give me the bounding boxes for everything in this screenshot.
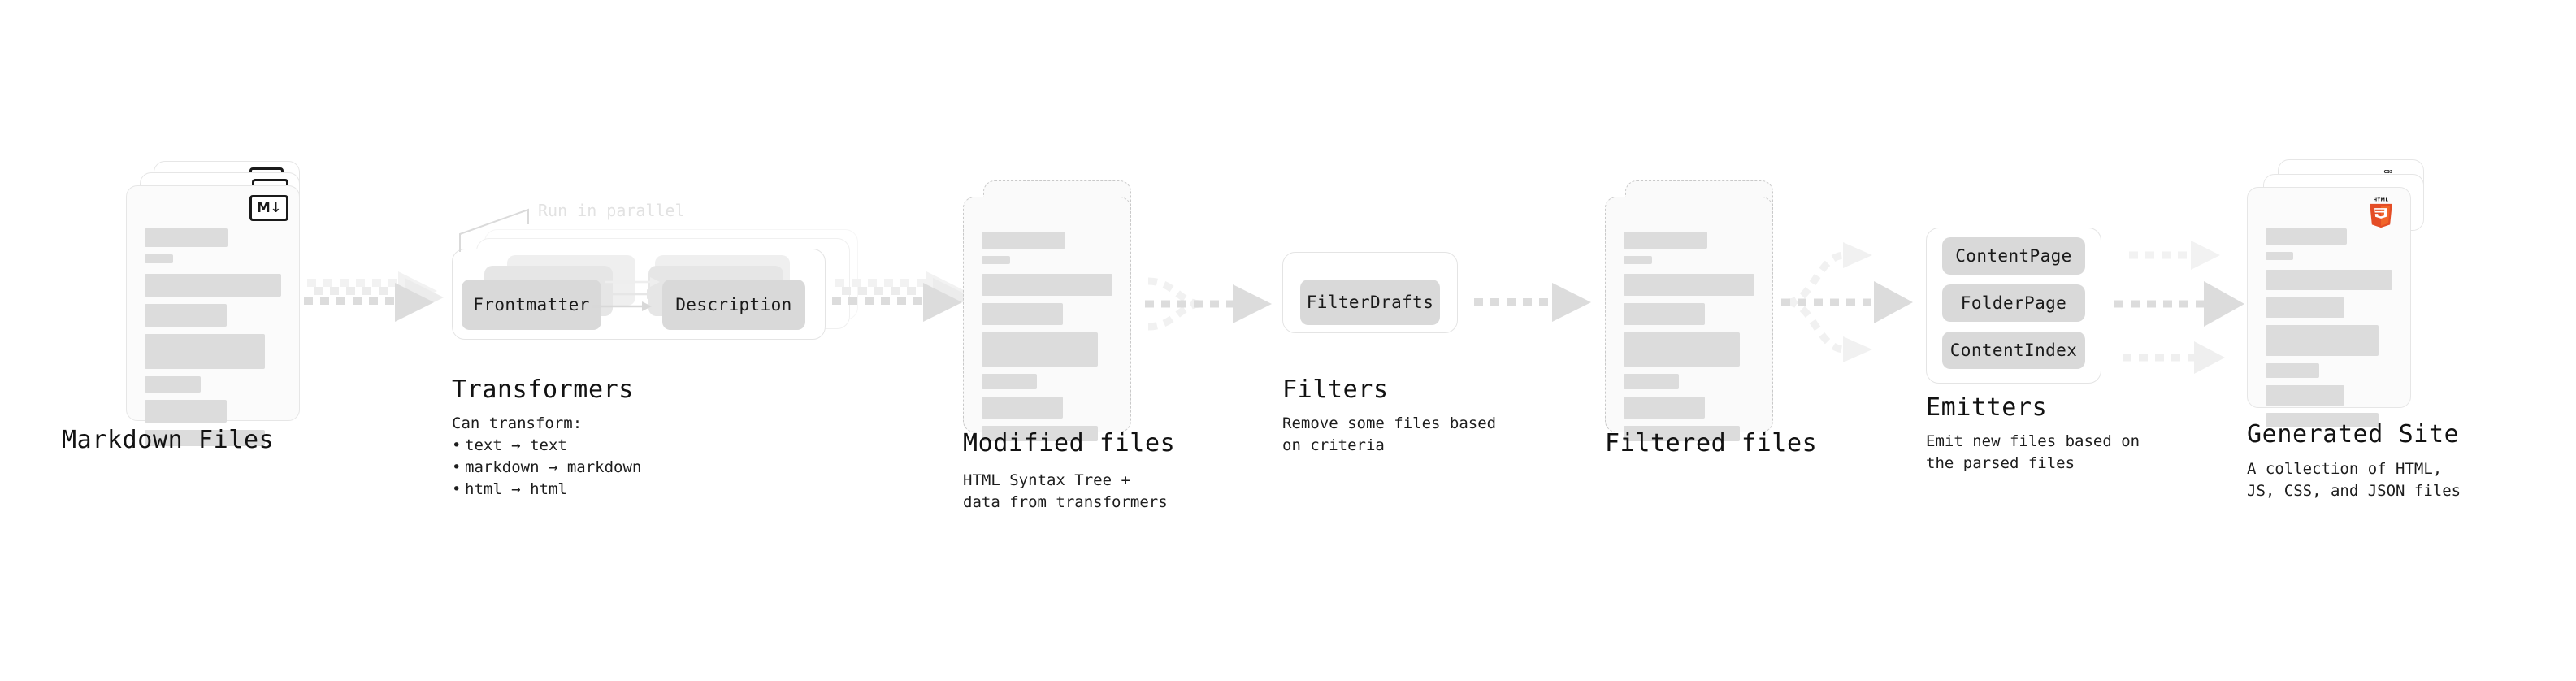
markdown-file-content-lines	[145, 228, 281, 453]
filtered-files-title: Filtered files	[1605, 429, 1818, 458]
emitters-chip-contentpage[interactable]: ContentPage	[1942, 237, 2085, 275]
modified-files-title: Modified files	[963, 429, 1176, 458]
generated-site-subtitle: A collection of HTML, JS, CSS, and JSON …	[2247, 460, 2461, 500]
arrow-modified-to-filters	[1145, 277, 1272, 331]
arrow-md-to-transformers	[304, 271, 444, 322]
filters-chip-filterdrafts[interactable]: FilterDrafts	[1300, 280, 1440, 325]
transformer-internal-arrows	[592, 277, 660, 311]
modified-file-card-front	[963, 197, 1131, 441]
filtered-file-card-front	[1605, 197, 1773, 441]
markdown-file-card-front	[126, 185, 300, 446]
html5-badge-icon: HTML	[2370, 198, 2392, 228]
transformers-title: Transformers	[452, 375, 634, 404]
transformers-bullet-0: text → text	[465, 435, 641, 457]
transformers-bullet-1: markdown → markdown	[465, 457, 641, 479]
run-in-parallel-hint: Run in parallel	[538, 201, 685, 220]
arrow-filters-to-filtered	[1474, 283, 1591, 322]
arrow-emitters-to-site	[2114, 241, 2244, 374]
generated-site-stack: CSS HTML	[2247, 159, 2450, 427]
emitters-chip-contentindex[interactable]: ContentIndex	[1942, 332, 2085, 369]
markdown-badge-icon: M↓	[249, 195, 288, 221]
arrow-filtered-to-emitters	[1781, 242, 1913, 362]
run-in-parallel-bracket	[459, 208, 529, 252]
markdown-files-stack: M↓ M↓ M↓	[126, 161, 313, 446]
transformers-bullets-head: Can transform:	[452, 414, 583, 432]
filters-subtitle: Remove some files based on criteria	[1282, 414, 1497, 454]
emitters-title: Emitters	[1926, 393, 2048, 422]
modified-files-subtitle: HTML Syntax Tree + data from transformer…	[963, 471, 1168, 511]
filtered-file-content-lines	[1624, 232, 1754, 449]
transformers-bullets: Can transform: text → text markdown → ma…	[452, 413, 641, 501]
emitters-subtitle: Emit new files based on the parsed files	[1926, 432, 2140, 472]
markdown-files-title: Markdown Files	[62, 426, 275, 454]
transformers-bullet-2: html → html	[465, 479, 641, 501]
svg-text:HTML: HTML	[2374, 198, 2389, 203]
filtered-files-stack	[1605, 180, 1792, 441]
arrow-transformers-to-modified	[832, 271, 972, 322]
css3-badge-label: CSS	[2383, 170, 2393, 175]
generated-site-content-lines	[2266, 228, 2392, 435]
transformer-chip-frontmatter[interactable]: Frontmatter	[462, 280, 601, 330]
filters-title: Filters	[1282, 375, 1389, 404]
generated-site-title: Generated Site	[2247, 420, 2460, 449]
modified-files-stack	[963, 180, 1150, 441]
emitters-chip-folderpage[interactable]: FolderPage	[1942, 284, 2085, 322]
transformer-chip-description[interactable]: Description	[662, 280, 805, 330]
modified-file-content-lines	[982, 232, 1112, 449]
